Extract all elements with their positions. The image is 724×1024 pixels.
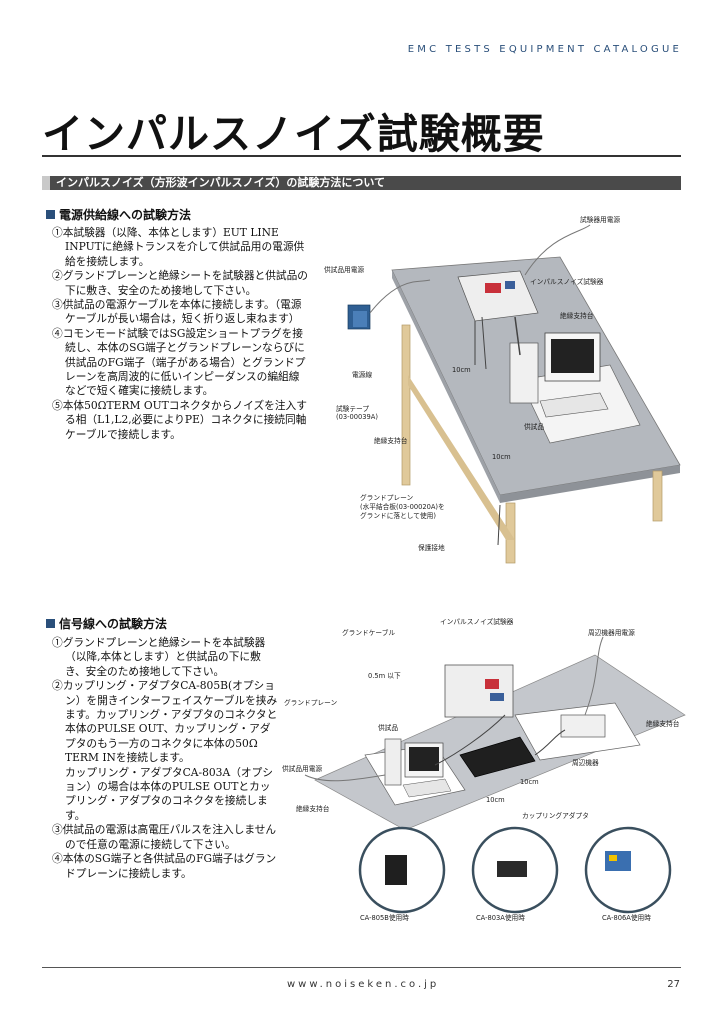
label-ground-plane-note: グランドに落として使用): [360, 512, 436, 520]
catalogue-label: EMC TESTS EQUIPMENT CATALOGUE: [407, 44, 682, 55]
label-insulating-stand-2: 絶縁支持台: [296, 805, 330, 813]
label-ground-plane-note: (水平結合板(03-00020A)を: [360, 503, 445, 511]
detail-circle-3: [584, 826, 672, 914]
coupling-adapter: [459, 736, 536, 778]
circle-caption: CA-806A使用時: [602, 914, 651, 922]
square-bullet-icon: [46, 619, 55, 628]
page-title: インパルスノイズ試験概要: [42, 110, 545, 158]
label-ground-cable: グランドケーブル: [342, 629, 396, 637]
label-impulse-tester: インパルスノイズ試験器: [440, 618, 514, 626]
label-peripheral: 周辺機器: [572, 759, 599, 767]
page-number: 27: [667, 979, 680, 990]
title-divider: [42, 155, 681, 157]
section-banner: インパルスノイズ（方形波インパルスノイズ）の試験方法について: [42, 176, 681, 190]
circle-caption: CA-803A使用時: [476, 914, 525, 922]
step-item: ①本試験器（以降、本体とします）EUT LINE INPUTに絶縁トランスを介し…: [52, 226, 305, 268]
label-insulating-stand: 絶縁支持台: [560, 312, 594, 320]
step-item: ③供試品の電源ケーブルを本体に接続します。（電源ケーブルが長い場合は，短く折り返…: [52, 298, 302, 326]
label-coupling-adapter: カップリングアダプタ: [522, 812, 589, 820]
label-eut: 供試品: [378, 724, 399, 732]
label-dimension-2: 10cm: [492, 453, 511, 461]
label-test-tape: 試験テープ: [336, 405, 370, 413]
label-dimension: 10cm: [452, 366, 471, 374]
label-insulating-stand: 絶縁支持台: [646, 720, 680, 728]
label-test-tape-code: (03-00039A): [336, 413, 378, 421]
label-ground-plane: グランドプレーン: [284, 699, 338, 707]
step-item: ③供試品の電源は高電圧パルスを注入しませんので任意の電源に接続して下さい。: [52, 823, 277, 851]
label-protective-ground: 保護接地: [418, 544, 445, 552]
step-item: ①グランドプレーンと絶縁シートを本試験器（以降,本体とします）と供試品の下に敷き…: [52, 636, 266, 678]
label-insulating-stand-2: 絶縁支持台: [374, 437, 408, 445]
section1-steps: ①本試験器（以降、本体とします）EUT LINE INPUTに絶縁トランスを介し…: [52, 226, 310, 442]
label-power-line: 電源線: [352, 371, 373, 379]
impulse-tester-unit: [457, 270, 539, 322]
peripheral-printer: [560, 714, 606, 738]
label-eut: 供試品: [524, 423, 545, 431]
label-ground-plane: グランドプレーン: [360, 494, 414, 502]
signal-line-test-illustration: [304, 636, 686, 914]
step-item: カップリング・アダプタCA-803A（オプション）の場合は本体のPULSE OU…: [65, 765, 273, 822]
section2-heading: 信号線への試験方法: [46, 615, 167, 632]
label-eut-power: 供試品用電源: [282, 765, 323, 773]
impulse-tester-unit: [444, 664, 514, 718]
label-dimension: 10cm: [520, 778, 539, 786]
section2-steps: ①グランドプレーンと絶縁シートを本試験器（以降,本体とします）と供試品の下に敷き…: [52, 636, 280, 881]
square-bullet-icon: [46, 210, 55, 219]
detail-circle-1: [358, 826, 446, 914]
label-max-length: 0.5m 以下: [368, 672, 401, 680]
power-line-test-illustration: [347, 224, 681, 564]
step-item: ⑤本体50ΩTERM OUTコネクタからノイズを注入する相（L1,L2,必要によ…: [52, 398, 307, 441]
label-test-power: 試験器用電源: [580, 216, 621, 224]
step-item: ②グランドプレーンと絶縁シートを試験器と供試品の下に敷き、安全のため接地して下さ…: [52, 269, 308, 297]
step-item: ②カップリング・アダプタCA-805B(オプション）を開きインターフェイスケーブ…: [52, 679, 278, 765]
label-dimension-2: 10cm: [486, 796, 505, 804]
circle-caption: CA-805B使用時: [360, 914, 409, 922]
isolation-transformer: [347, 304, 371, 330]
label-eut-power: 供試品用電源: [324, 266, 365, 274]
detail-circle-2: [471, 826, 559, 914]
step-item: ④コモンモード試験ではSG設定ショートプラグを接続し、本体のSG端子とグランドプ…: [52, 326, 306, 398]
protective-ground-line: [497, 504, 501, 546]
footer-url: www.noiseken.co.jp: [287, 979, 440, 990]
eut-computer: [384, 738, 452, 798]
label-peripheral-power: 周辺機器用電源: [588, 629, 635, 637]
label-impulse-tester: インパルスノイズ試験器: [530, 278, 604, 286]
section-banner-text: インパルスノイズ（方形波インパルスノイズ）の試験方法について: [56, 176, 386, 189]
eut-computer: [509, 332, 641, 444]
footer-divider: [42, 967, 681, 968]
step-item: ④本体のSG端子と各供試品のFG端子はグランドプレーンに接続します。: [52, 852, 277, 880]
section1-heading: 電源供給線への試験方法: [46, 206, 191, 223]
